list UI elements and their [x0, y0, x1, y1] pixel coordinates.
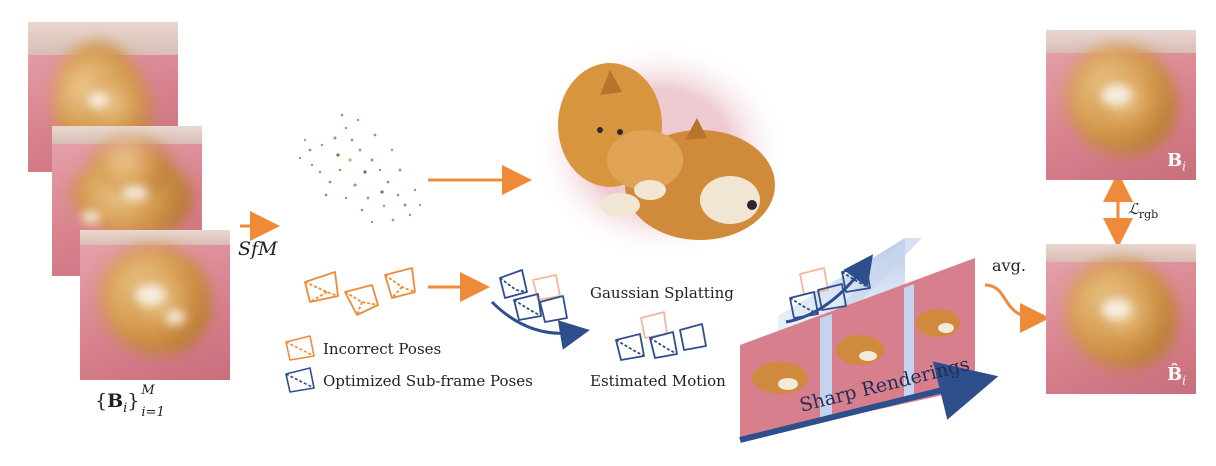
estimated-motion-cluster	[615, 311, 707, 361]
gs-render	[532, 40, 788, 260]
avg-arrow	[984, 283, 1050, 333]
legend-incorrect-label: Incorrect Poses	[323, 340, 442, 358]
input-subscript: i	[123, 400, 128, 416]
incorrect-poses	[304, 267, 416, 316]
avg-label: avg.	[992, 256, 1026, 275]
target-blurry-label: Bi	[1166, 150, 1186, 174]
input-index: i=1	[141, 405, 165, 420]
brace-open: {	[95, 390, 108, 412]
synthesized-blurry-image: B̂i	[1046, 244, 1196, 394]
loss-symbol: ℒ	[1128, 200, 1139, 218]
loss-label: ℒrgb	[1128, 200, 1158, 221]
input-symbol: B	[107, 390, 124, 412]
render-poses-cluster	[785, 254, 874, 324]
legend-optimized-icon	[285, 367, 315, 393]
input-set-label: {Bi} M i=1	[95, 383, 179, 420]
loss-subscript: rgb	[1138, 208, 1159, 221]
synthesized-blurry-label: B̂i	[1166, 364, 1186, 388]
gs-label: Gaussian Splatting	[590, 284, 734, 302]
legend-incorrect-icon	[285, 335, 315, 361]
optimized-poses-cluster	[490, 269, 590, 350]
input-frame-3	[80, 230, 230, 380]
legend-optimized-label: Optimized Sub-frame Poses	[323, 372, 533, 390]
point-cloud	[298, 113, 422, 224]
sfm-label: SfM	[238, 238, 278, 260]
brace-close: }	[127, 390, 140, 412]
target-blurry-image: Bi	[1046, 30, 1196, 180]
input-superscript: M	[141, 383, 155, 398]
motion-label: Estimated Motion	[590, 372, 726, 390]
